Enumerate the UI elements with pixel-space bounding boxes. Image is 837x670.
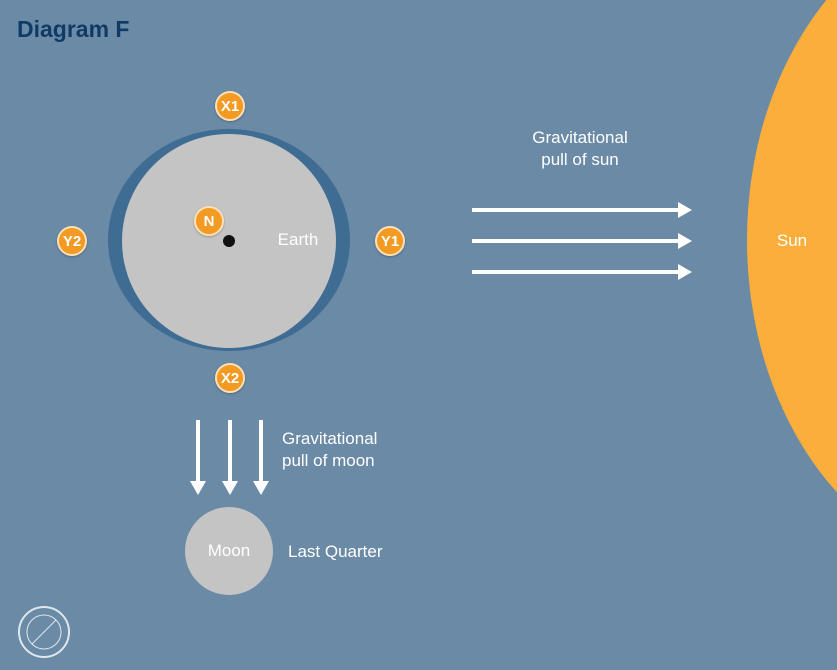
diagram-title: Diagram F — [17, 16, 130, 42]
marker-x2: X2 — [215, 363, 245, 393]
moon-pull-arrowhead-3 — [253, 481, 269, 495]
marker-x1: X1 — [215, 91, 245, 121]
marker-y2: Y2 — [57, 226, 87, 256]
earth-center-dot — [223, 235, 235, 247]
sun-pull-label-line1: Gravitational — [532, 128, 628, 147]
marker-n: N — [194, 206, 224, 236]
moon-phase-label: Last Quarter — [288, 542, 383, 561]
moon-shape — [185, 507, 273, 595]
marker-y1: Y1 — [375, 226, 405, 256]
moon-pull-arrowhead-1 — [190, 481, 206, 495]
sun-label: Sun — [776, 231, 808, 250]
sun-pull-label: Gravitational pull of sun — [500, 127, 660, 171]
sun-shape — [747, 0, 837, 493]
moon-pull-label-line2: pull of moon — [282, 451, 375, 470]
sun-pull-arrows — [472, 202, 692, 280]
earth-label: Earth — [277, 230, 319, 249]
moon-pull-arrows — [190, 420, 269, 495]
moon-pull-label-line1: Gravitational — [282, 429, 378, 448]
moon-pull-label: Gravitational pull of moon — [282, 428, 402, 472]
moon-pull-arrowhead-2 — [222, 481, 238, 495]
sun-pull-arrowhead-2 — [678, 233, 692, 249]
compass-logo-icon — [18, 606, 70, 658]
sun-pull-arrowhead-1 — [678, 202, 692, 218]
sun-pull-arrowhead-3 — [678, 264, 692, 280]
moon-label: Moon — [207, 541, 251, 560]
sun-pull-label-line2: pull of sun — [541, 150, 619, 169]
